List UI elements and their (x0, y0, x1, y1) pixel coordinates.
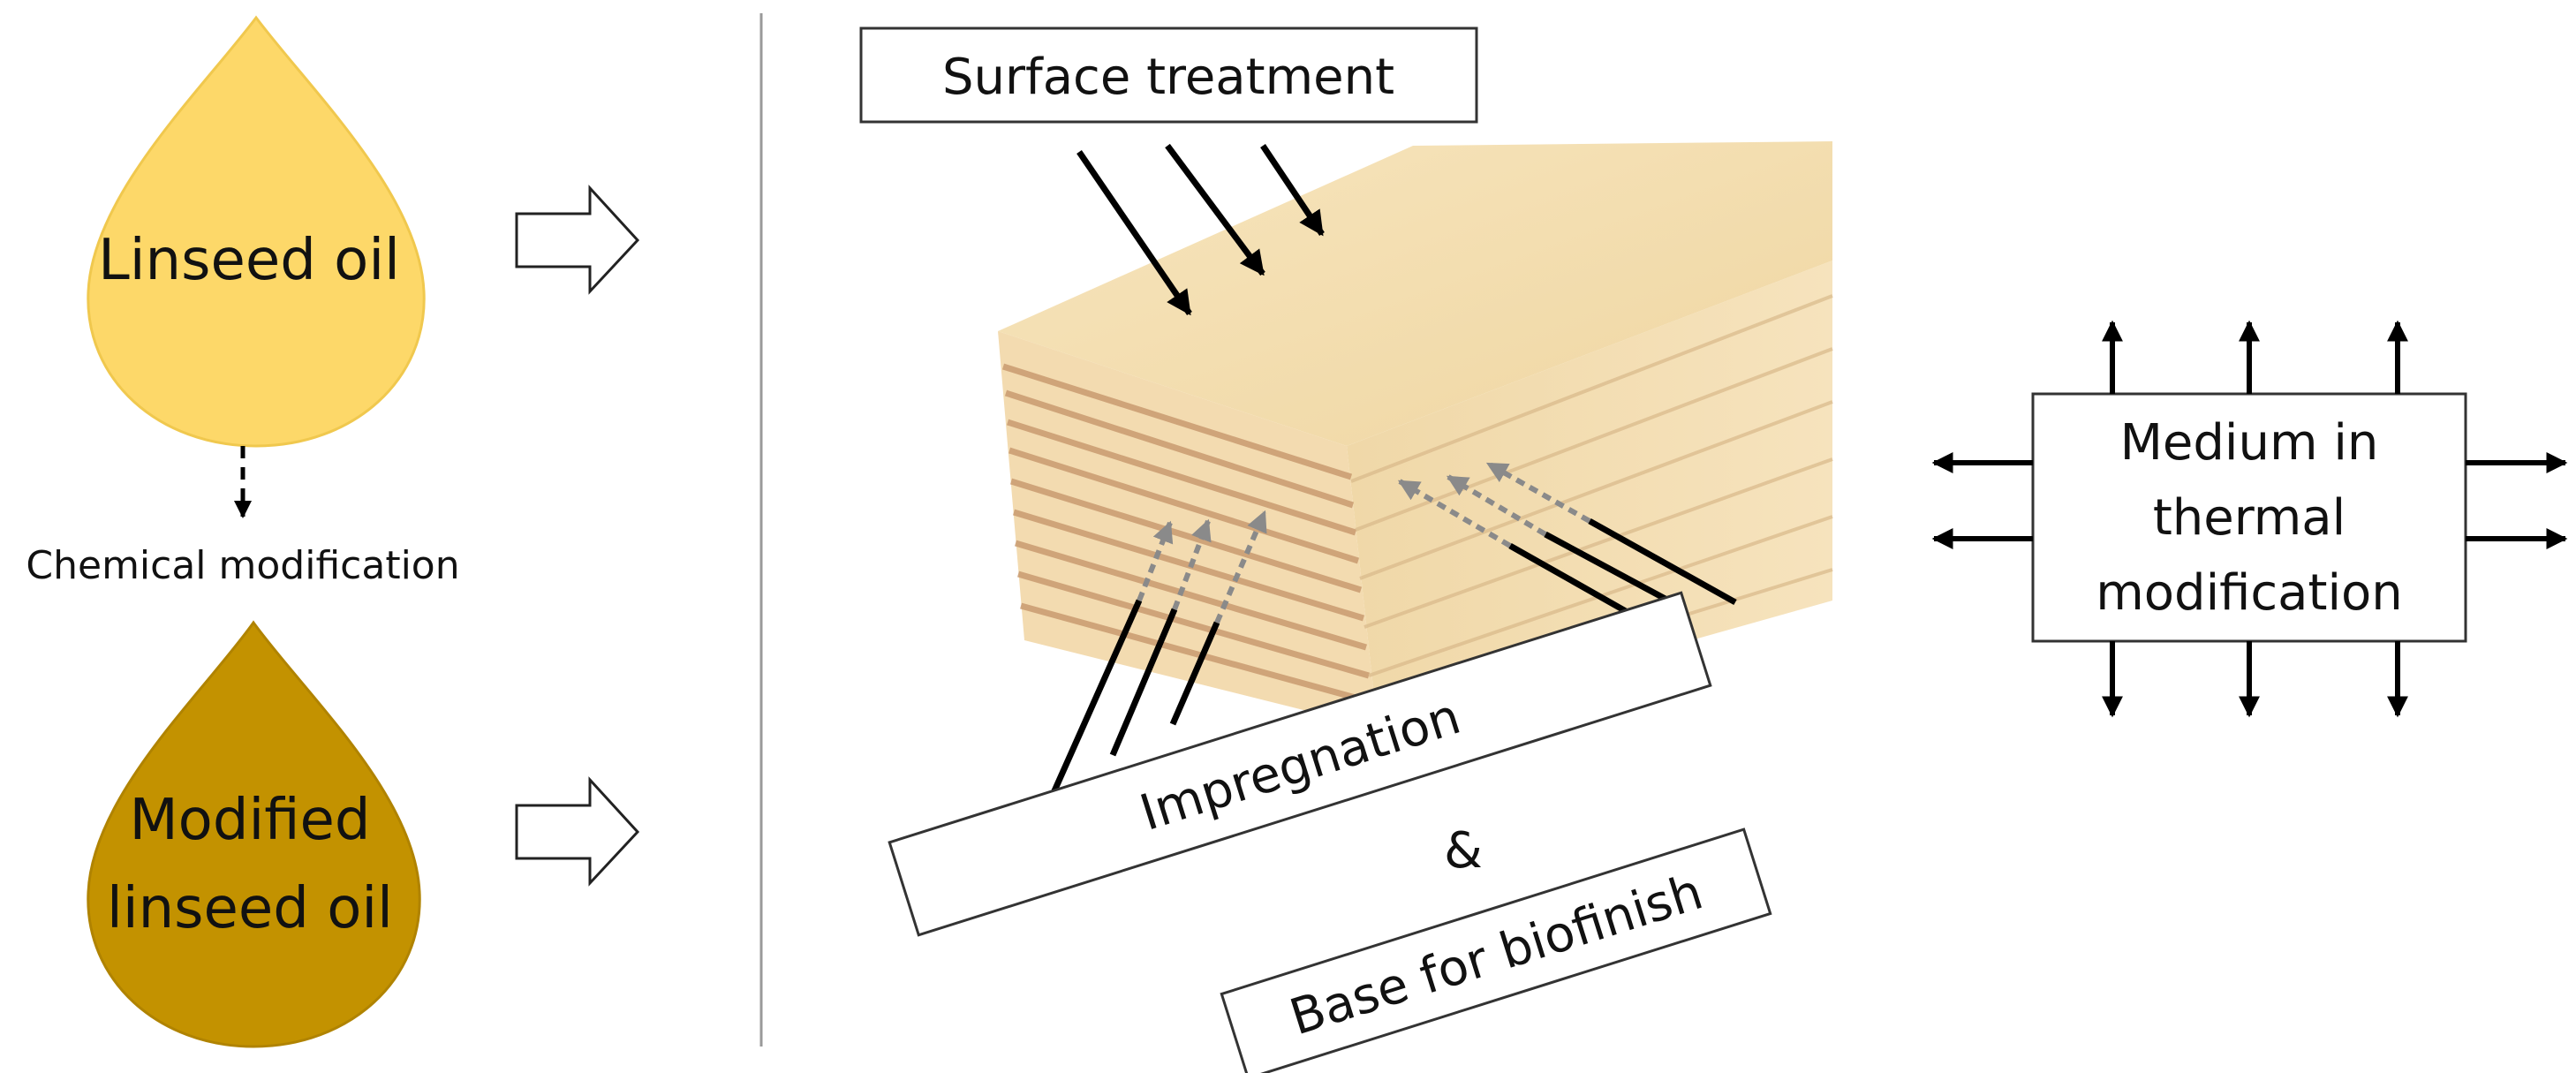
chemical-modification-label: Chemical modification (26, 543, 459, 588)
surface-treatment-label: Surface treatment (942, 49, 1394, 106)
modified-oil-label-line2: linseed oil (107, 876, 393, 941)
wood-block (998, 141, 1833, 729)
thermal-line3: modification (2096, 564, 2403, 622)
wood-top-face (998, 141, 1832, 446)
linseed-oil-label: Linseed oil (98, 228, 400, 293)
impregnation-arrows-end (1049, 510, 1267, 797)
biofinish-box: Base for biofinish (1220, 827, 1772, 1073)
wood-side-face (1347, 261, 1832, 729)
wood-end-face (998, 331, 1378, 729)
hollow-arrow-top (515, 185, 640, 295)
impregnation-arrows-side (1397, 461, 1737, 622)
linseed-oil-drop (87, 15, 426, 448)
impregnation-box: Impregnation (888, 591, 1712, 937)
ampersand-label: & (1444, 822, 1483, 880)
surface-treatment-box (859, 26, 1478, 124)
wood-grain-lines (1001, 363, 1372, 706)
modified-linseed-oil-drop (87, 620, 421, 1048)
thermal-outward-arrows (1931, 320, 2568, 718)
thermal-line1: Medium in (2120, 414, 2379, 472)
modified-oil-label-line1: Modified (129, 788, 370, 853)
thermal-line2: thermal (2153, 489, 2346, 547)
hollow-arrow-bottom (515, 776, 640, 887)
thermal-modification-box (2031, 392, 2467, 643)
surface-arrows (1076, 143, 1325, 316)
